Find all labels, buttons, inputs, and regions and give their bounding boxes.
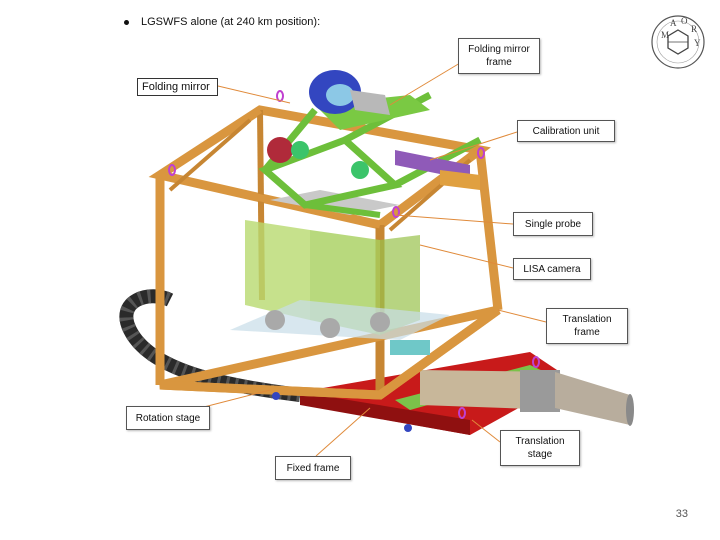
bullet-icon <box>124 19 129 25</box>
label-translation-frame: Translation frame <box>546 308 628 344</box>
label-folding-mirror: Folding mirror <box>137 78 218 96</box>
logo-letter-r: R <box>691 24 697 34</box>
hexagon-icon <box>667 29 689 55</box>
label-single-probe: Single probe <box>513 212 593 236</box>
mounting-rings <box>168 90 540 432</box>
slide-title-text: LGSWFS alone (at 240 km position): <box>141 16 321 28</box>
translation-stage-actuator <box>420 370 634 426</box>
logo-letter-y: Y <box>694 38 701 48</box>
maory-logo: M A O R Y <box>651 15 705 69</box>
logo-letter-m: M <box>661 30 669 40</box>
optics-plate <box>230 300 450 355</box>
calibration-unit-parts <box>267 137 480 190</box>
logo-letter-a: A <box>670 18 677 28</box>
slide-title: LGSWFS alone (at 240 km position): <box>124 16 320 28</box>
label-rotation-stage: Rotation stage <box>126 406 210 430</box>
label-lisa-camera: LISA camera <box>513 258 591 280</box>
page-number: 33 <box>675 508 688 520</box>
label-translation-stage: Translation stage <box>500 430 580 466</box>
logo-letter-o: O <box>681 16 688 26</box>
folding-mirror-unit <box>309 70 390 115</box>
leader-lines <box>199 59 547 457</box>
label-folding-mirror-frame: Folding mirror frame <box>458 38 540 74</box>
label-fixed-frame: Fixed frame <box>275 456 351 480</box>
label-calibration-unit: Calibration unit <box>517 120 615 142</box>
lisa-cameras <box>245 190 420 335</box>
